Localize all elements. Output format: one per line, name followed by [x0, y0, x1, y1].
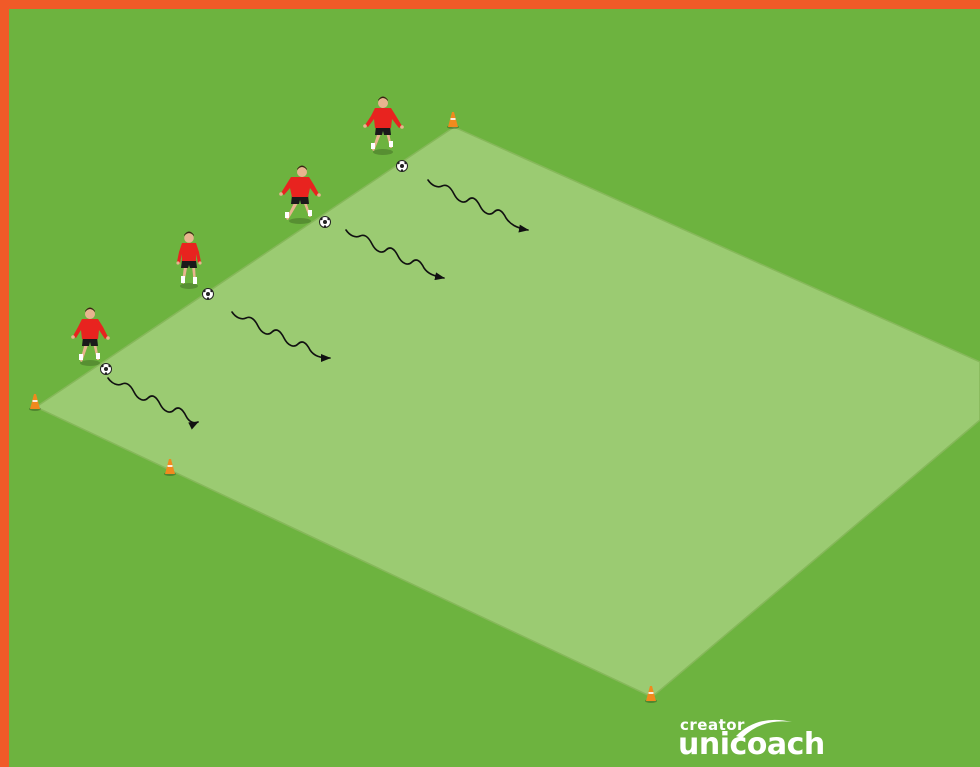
unicoach-logo: creator unicoach	[678, 716, 848, 764]
cone	[29, 394, 41, 411]
player	[279, 166, 321, 225]
ball	[203, 289, 214, 300]
player	[176, 232, 201, 290]
ball	[101, 364, 112, 375]
logo-unicoach-text: unicoach	[678, 728, 825, 762]
player	[71, 308, 110, 367]
ball	[320, 217, 331, 228]
player	[363, 97, 404, 156]
training-area	[36, 127, 980, 697]
cone	[447, 112, 459, 129]
ball	[397, 161, 408, 172]
